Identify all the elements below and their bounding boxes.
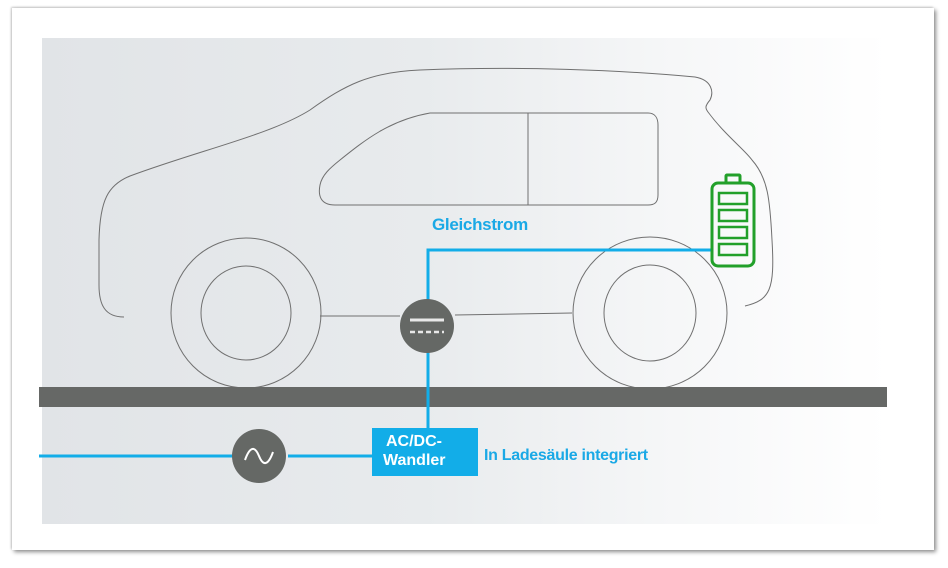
- front-wheel: [170, 237, 322, 389]
- dc-symbol-icon: [400, 299, 454, 353]
- rear-wheel: [572, 236, 728, 390]
- power-wires: [39, 248, 712, 458]
- battery-icon: [710, 173, 756, 268]
- ac-dc-converter-box: AC/DC- Wandler: [372, 428, 478, 476]
- dc-wire: [426, 248, 712, 430]
- car-sill-rear: [454, 312, 573, 316]
- ac-sine-icon: [232, 429, 286, 483]
- car-window: [318, 112, 659, 206]
- converter-note: In Ladesäule integriert: [484, 447, 648, 464]
- converter-label-line1: AC/DC-: [386, 433, 442, 450]
- ground-bar: [39, 387, 887, 407]
- converter-label-line2: Wandler: [383, 452, 446, 469]
- dc-current-label: Gleichstrom: [432, 215, 528, 234]
- car-body-outline: [98, 67, 774, 318]
